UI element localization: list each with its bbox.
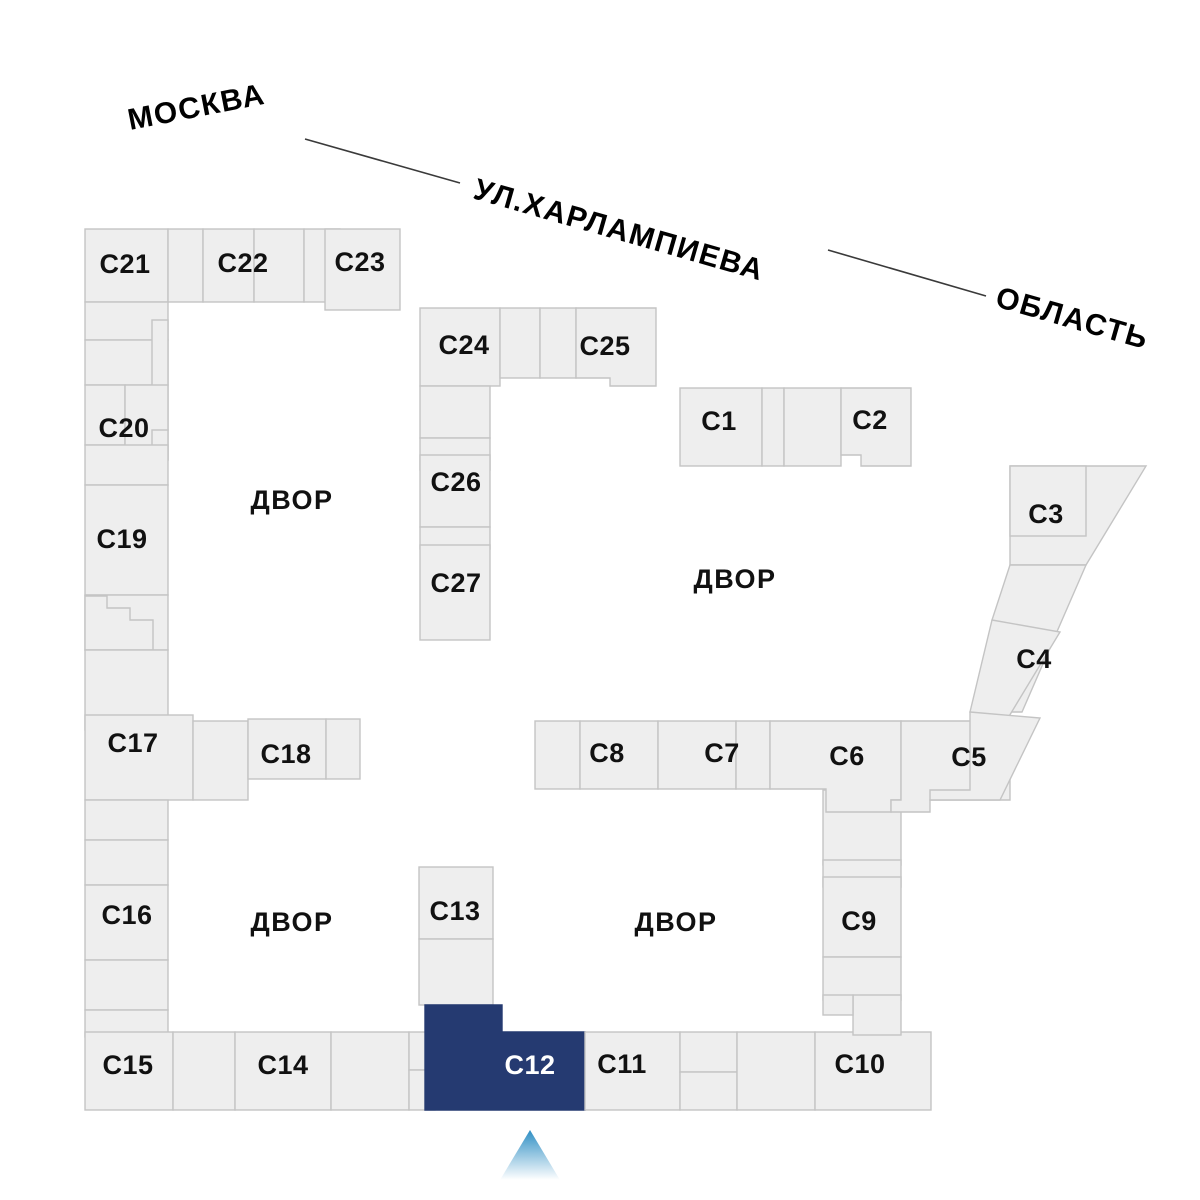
- building-C24-seg-b[interactable]: [499, 307, 541, 379]
- building-label-C4: C4: [1016, 644, 1052, 674]
- road-label-moscow: МОСКВА: [125, 78, 268, 137]
- courtyard-labels: ДВОР ДВОР ДВОР ДВОР: [250, 485, 776, 937]
- building-C8[interactable]: [579, 720, 659, 790]
- building-label-C19: C19: [96, 524, 147, 554]
- building-group-west-upper: [84, 301, 169, 651]
- building-group-north-east: [679, 387, 912, 467]
- building-group-central-row: [534, 720, 1011, 813]
- building-C20-seg-c[interactable]: [84, 444, 169, 486]
- building-C11[interactable]: [584, 1031, 681, 1111]
- building-group-west-lower: [84, 799, 236, 1111]
- road-line-west: [304, 138, 461, 184]
- building-label-C20: C20: [98, 413, 149, 443]
- road-label-street: УЛ.ХАРЛАМПИЕВА: [470, 173, 768, 288]
- road-line-east: [827, 249, 987, 297]
- building-label-C6: C6: [829, 741, 865, 771]
- courtyard-label-nw: ДВОР: [250, 485, 333, 515]
- building-west-seg-4[interactable]: [84, 839, 169, 886]
- building-C1[interactable]: [679, 387, 763, 467]
- building-C14-seg-b[interactable]: [330, 1031, 410, 1111]
- courtyard-label-sw: ДВОР: [250, 907, 333, 937]
- building-label-C22: C22: [217, 248, 268, 278]
- building-label-C12: C12: [504, 1050, 555, 1080]
- building-label-C7: C7: [704, 738, 740, 768]
- building-label-C24: C24: [438, 330, 489, 360]
- building-group-west-mid: [84, 649, 361, 801]
- building-C15-seg-b[interactable]: [172, 1031, 236, 1111]
- building-label-C23: C23: [334, 247, 385, 277]
- building-C23[interactable]: [324, 228, 401, 311]
- courtyard-label-ne: ДВОР: [693, 564, 776, 594]
- building-label-C2: C2: [852, 405, 888, 435]
- building-C2[interactable]: [840, 387, 912, 467]
- building-C17[interactable]: [84, 714, 194, 801]
- building-group-north-west: [84, 228, 401, 311]
- building-C10[interactable]: [814, 1031, 932, 1111]
- building-label-C3: C3: [1028, 499, 1064, 529]
- building-label-C15: C15: [102, 1050, 153, 1080]
- building-C2-seg-a[interactable]: [783, 387, 842, 467]
- building-C9-seg-d[interactable]: [822, 956, 902, 1001]
- building-label-C16: C16: [101, 900, 152, 930]
- building-label-C26: C26: [430, 467, 481, 497]
- building-C25-seg-a[interactable]: [539, 307, 577, 379]
- building-C1-seg-b[interactable]: [761, 387, 785, 467]
- building-C24[interactable]: [419, 307, 501, 387]
- building-C18-seg-b[interactable]: [325, 718, 361, 780]
- building-C10-seg-a[interactable]: [736, 1031, 816, 1111]
- building-label-C11: C11: [597, 1049, 647, 1079]
- building-C16[interactable]: [84, 884, 169, 961]
- building-C9-notch[interactable]: [822, 994, 854, 1016]
- building-label-C21: C21: [99, 249, 150, 279]
- building-C17-seg-c[interactable]: [192, 720, 249, 801]
- building-group-east-lower: [822, 789, 902, 1036]
- building-C8-seg-a[interactable]: [534, 720, 581, 790]
- courtyard-label-se: ДВОР: [634, 907, 717, 937]
- building-label-C10: C10: [834, 1049, 885, 1079]
- building-group-south: [234, 866, 932, 1111]
- building-C22-seg-b[interactable]: [253, 228, 305, 303]
- building-label-C18: C18: [260, 739, 311, 769]
- building-C5-tail[interactable]: [929, 711, 1042, 801]
- building-C19[interactable]: [84, 484, 169, 596]
- building-C7[interactable]: [657, 720, 737, 790]
- building-label-C9: C9: [841, 906, 877, 936]
- building-C27[interactable]: [419, 544, 491, 641]
- location-marker-icon: [500, 1130, 560, 1180]
- building-group-east-angled: [929, 465, 1148, 801]
- building-group-north-centre: [419, 307, 657, 641]
- building-label-C1: C1: [701, 406, 737, 436]
- building-C21[interactable]: [84, 228, 169, 303]
- building-label-C17: C17: [107, 728, 158, 758]
- building-C16-seg-b[interactable]: [84, 959, 169, 1011]
- building-C21-seg-b[interactable]: [167, 228, 204, 303]
- building-C9-seg-e[interactable]: [852, 994, 902, 1036]
- building-C13-seg-b[interactable]: [418, 938, 494, 1006]
- building-label-C27: C27: [430, 568, 481, 598]
- building-C7-seg-b[interactable]: [735, 720, 771, 790]
- building-label-C25: C25: [579, 331, 630, 361]
- building-C26[interactable]: [419, 454, 491, 528]
- building-C11-seg-c[interactable]: [679, 1071, 738, 1111]
- building-C26-seg-a[interactable]: [419, 385, 491, 439]
- building-C13[interactable]: [418, 866, 494, 940]
- building-C3[interactable]: [1009, 465, 1087, 537]
- building-label-C13: C13: [429, 896, 480, 926]
- building-C14[interactable]: [234, 1031, 332, 1111]
- building-label-C8: C8: [589, 738, 625, 768]
- road-label-oblast: ОБЛАСТЬ: [992, 281, 1152, 356]
- building-labels: C21 C22 C23 C20 C19 C17 C18 C16 C15 C14 …: [96, 247, 1063, 1080]
- building-C11-seg-b[interactable]: [679, 1031, 738, 1073]
- building-west-seg-3[interactable]: [84, 799, 169, 841]
- building-label-C5: C5: [951, 742, 987, 772]
- building-C25[interactable]: [575, 307, 657, 387]
- building-label-C14: C14: [257, 1050, 308, 1080]
